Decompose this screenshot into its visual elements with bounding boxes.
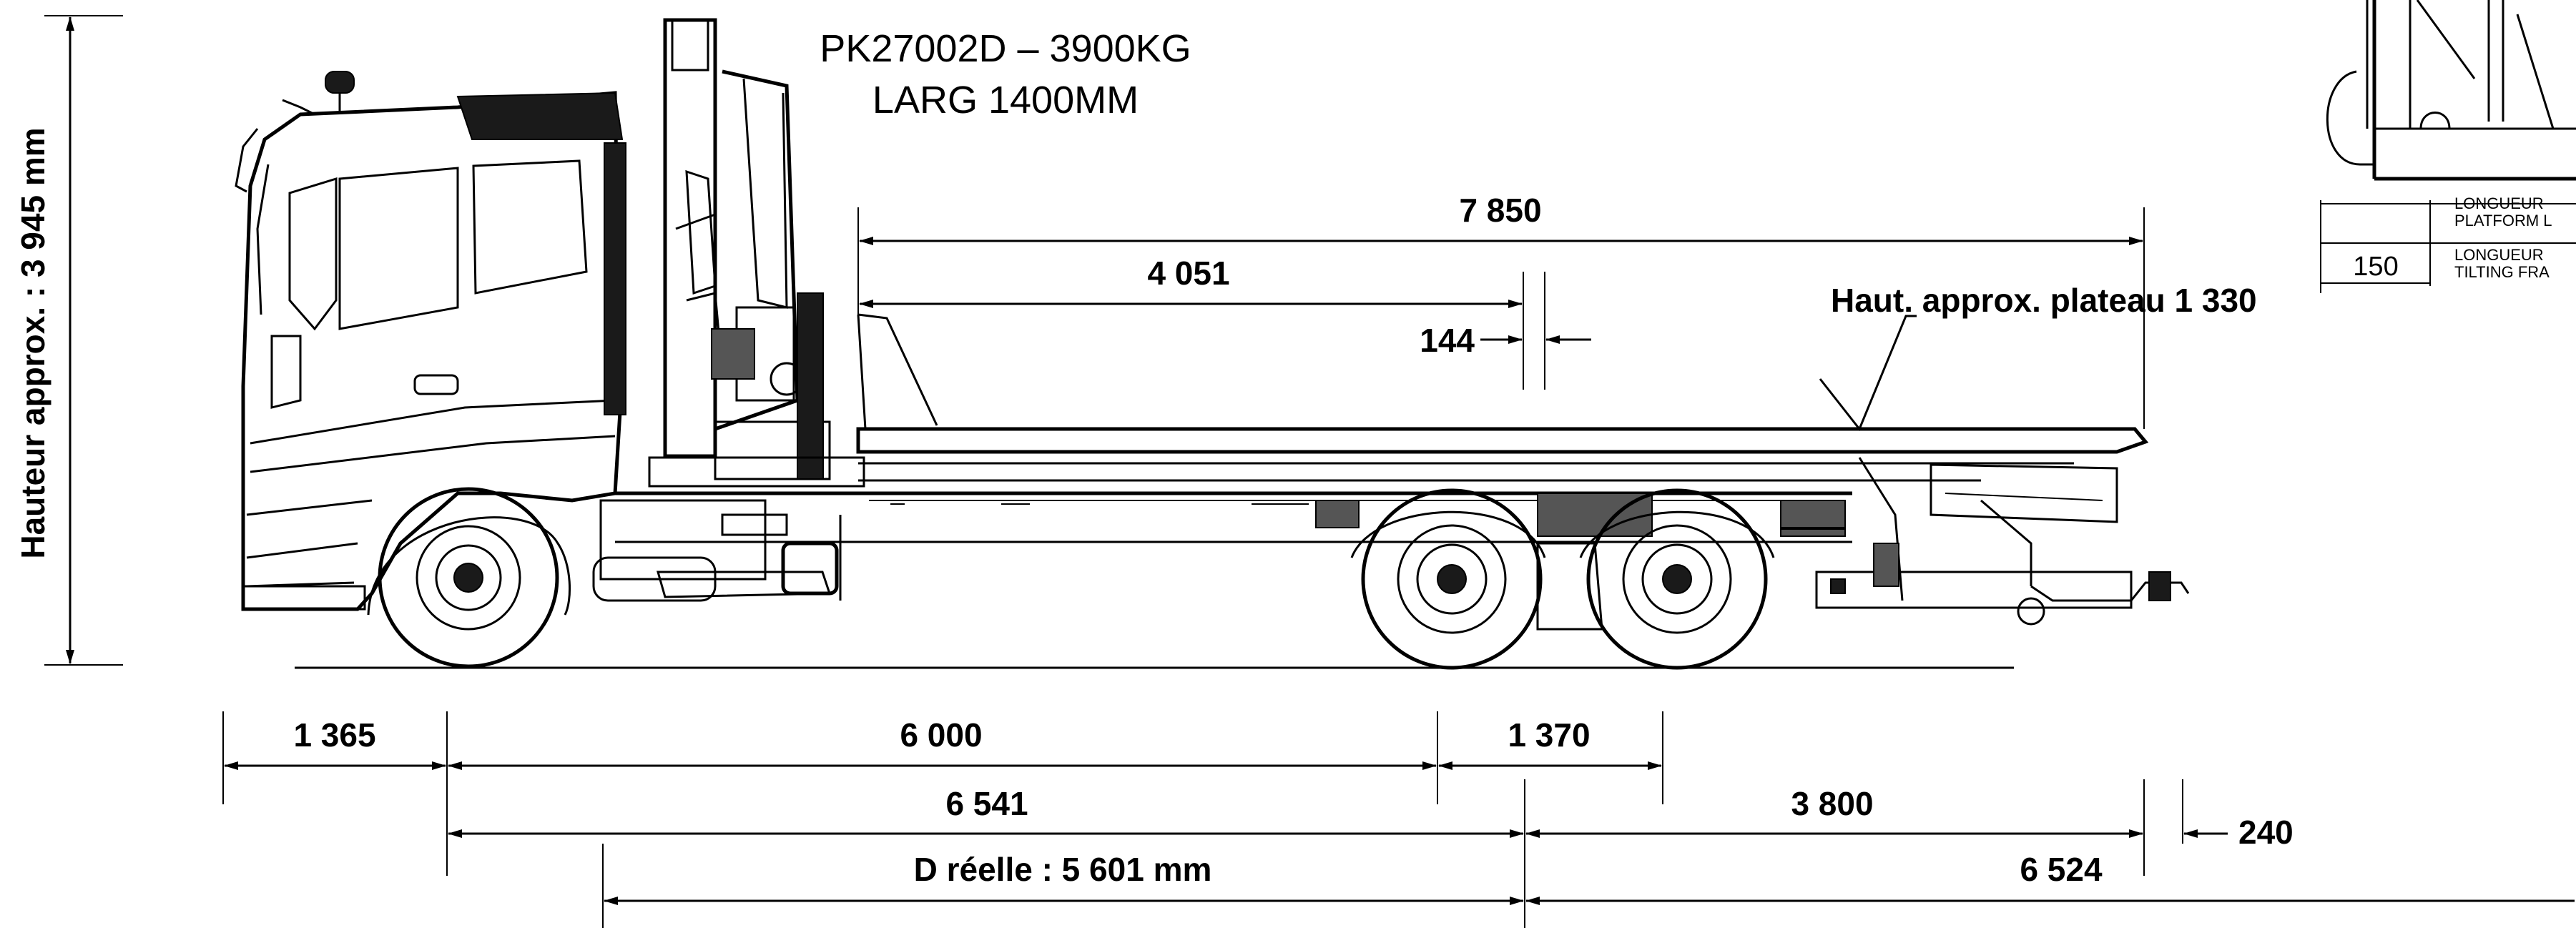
dim-wheelbase-first-value: 6 000 — [900, 716, 982, 754]
dim-rear-from-tandem-value: 3 800 — [1791, 785, 1873, 822]
dim-rear-length-value: 6 524 — [2020, 851, 2103, 888]
truck-cab — [235, 71, 626, 611]
inset-offset-value: 150 — [2353, 252, 2398, 282]
crane-width-label: LARG 1400MM — [872, 79, 1139, 122]
platform-height-callout: Haut. approx. plateau 1 330 — [1819, 282, 2257, 431]
dim-tandem-spacing-value: 1 370 — [1508, 716, 1590, 754]
front-wheel — [367, 487, 571, 668]
crane-model-label: PK27002D – 3900KG — [820, 27, 1191, 70]
inset-line2a: LONGUEUR — [2454, 246, 2544, 264]
tandem-wheel-2 — [1579, 488, 1775, 670]
rear-tilt-mechanism — [1815, 457, 2190, 626]
tandem-wheel-1 — [1350, 488, 1546, 670]
dim-row-2: 6 541 3 800 240 — [448, 779, 2294, 928]
height-label: Hauteur approx. : 3 945 mm — [14, 127, 51, 558]
inset-line1b: PLATFORM L — [2454, 212, 2552, 229]
inset-detail: 150 LONGUEUR PLATFORM L LONGUEUR TILTING… — [2320, 0, 2576, 293]
dim-real-wheelbase-value: D réelle : 5 601 mm — [914, 851, 1212, 888]
height-dimension: Hauteur approx. : 3 945 mm — [14, 15, 123, 666]
dim-platform-length: 7 850 — [857, 192, 2145, 429]
dim-gap: 144 — [1420, 322, 1591, 359]
dim-crane-to-axle: 4 051 — [859, 255, 1545, 390]
inset-line2b: TILTING FRA — [2454, 263, 2550, 281]
axle-mechanism — [1536, 542, 1603, 631]
dim-tail-offset-value: 240 — [2238, 814, 2294, 851]
dim-row-3: D réelle : 5 601 mm 6 524 — [602, 844, 2575, 928]
dim-row-1: 1 365 6 000 1 370 — [222, 711, 1663, 876]
dim-front-overhang-value: 1 365 — [293, 716, 375, 754]
loading-crane — [663, 18, 842, 601]
inset-line1a: LONGUEUR — [2454, 194, 2544, 212]
dim-platform-length-value: 7 850 — [1459, 192, 1541, 229]
platform-height-label: Haut. approx. plateau 1 330 — [1831, 282, 2257, 319]
platform — [856, 313, 2149, 537]
dim-wheelbase-total-value: 6 541 — [945, 785, 1028, 822]
dim-gap-value: 144 — [1420, 322, 1475, 359]
dim-crane-to-axle-value: 4 051 — [1147, 255, 1229, 292]
